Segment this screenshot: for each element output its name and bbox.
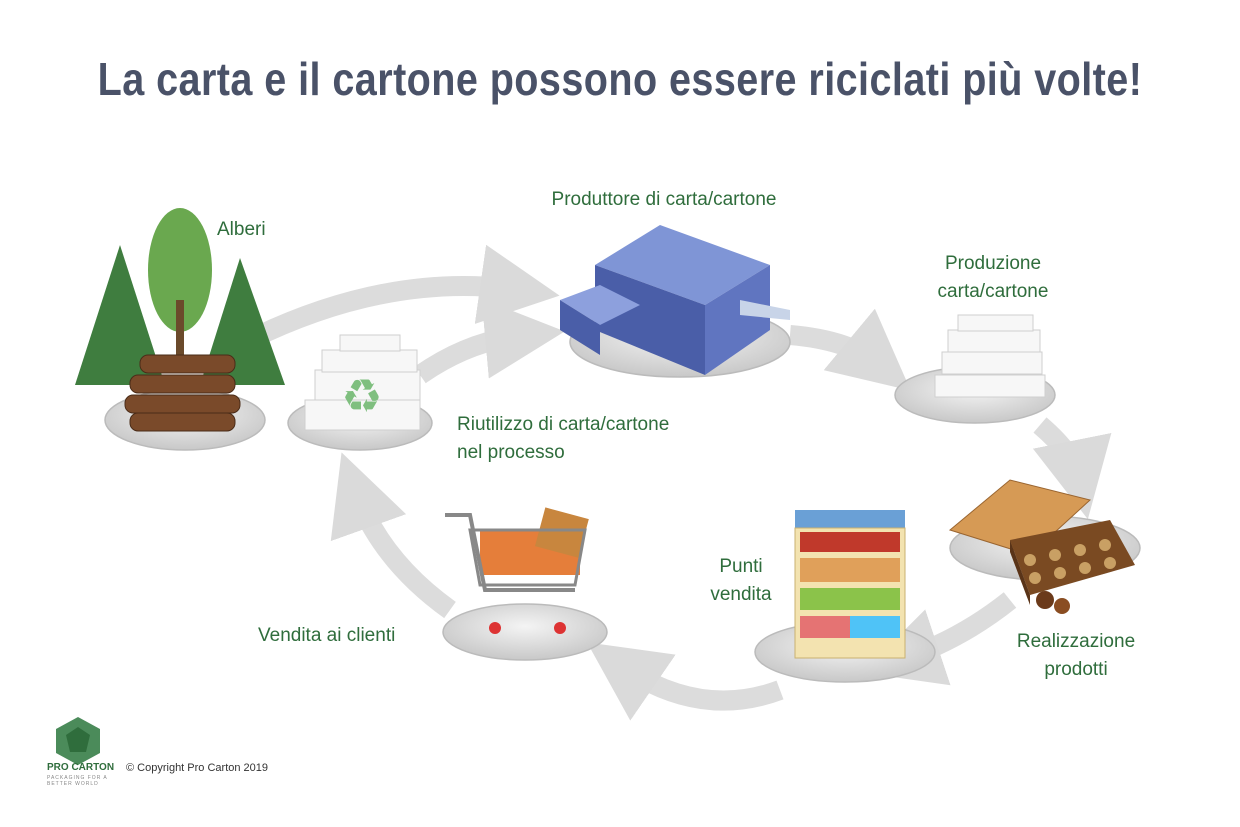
page-title: La carta e il cartone possono essere ric…	[97, 53, 1143, 105]
label-alberi: Alberi	[217, 219, 266, 240]
arrow-customers-to-reuse	[330, 452, 456, 619]
label-riutilizzo-line2: nel processo	[457, 442, 565, 463]
logo-tagline: PACKAGING FOR A BETTER WORLD	[47, 775, 108, 787]
label-produttore: Produttore di carta/cartone	[551, 189, 777, 210]
trees-icon	[75, 208, 285, 432]
label-produzione-line1: Produzione	[944, 253, 1042, 274]
arrow-shop-to-customers	[587, 642, 784, 721]
label-punti-line2: vendita	[710, 584, 772, 605]
label-produzione-line2: carta/cartone	[937, 281, 1049, 302]
arrow-paper-to-products	[1032, 417, 1112, 520]
shopping-cart-icon	[445, 507, 589, 634]
cycle-arrows	[225, 244, 1112, 721]
arrow-trees-to-factory	[225, 244, 560, 359]
factory-icon	[560, 225, 790, 375]
pro-carton-logo-icon	[56, 717, 100, 765]
platform-cart	[442, 603, 608, 661]
label-punti-line1: Punti	[719, 556, 763, 577]
recycled-paper-icon: ♻	[304, 334, 421, 431]
label-riutilizzo: Riutilizzo di carta/cartone nel processo	[457, 411, 669, 467]
paper-stack-icon	[934, 314, 1046, 398]
label-vendita: Vendita ai clienti	[258, 625, 396, 646]
store-shelf-icon	[794, 510, 906, 659]
label-riutilizzo-line1: Riutilizzo di carta/cartone	[457, 414, 670, 435]
label-realizzazione-line1: Realizzazione	[1016, 631, 1136, 652]
label-realizzazione-line2: prodotti	[1044, 659, 1108, 680]
logo-name: PRO CARTON	[47, 762, 115, 773]
chocolate-box-icon	[948, 479, 1135, 614]
label-produzione: Produzione carta/cartone	[903, 250, 1083, 306]
arrow-reuse-to-factory	[414, 298, 565, 384]
copyright: © Copyright Pro Carton 2019	[126, 762, 269, 774]
arrow-factory-to-paper	[789, 308, 911, 391]
label-punti-vendita: Punti vendita	[700, 553, 782, 609]
recycle-icon: ♻	[341, 369, 382, 423]
label-realizzazione: Realizzazione prodotti	[996, 628, 1156, 684]
